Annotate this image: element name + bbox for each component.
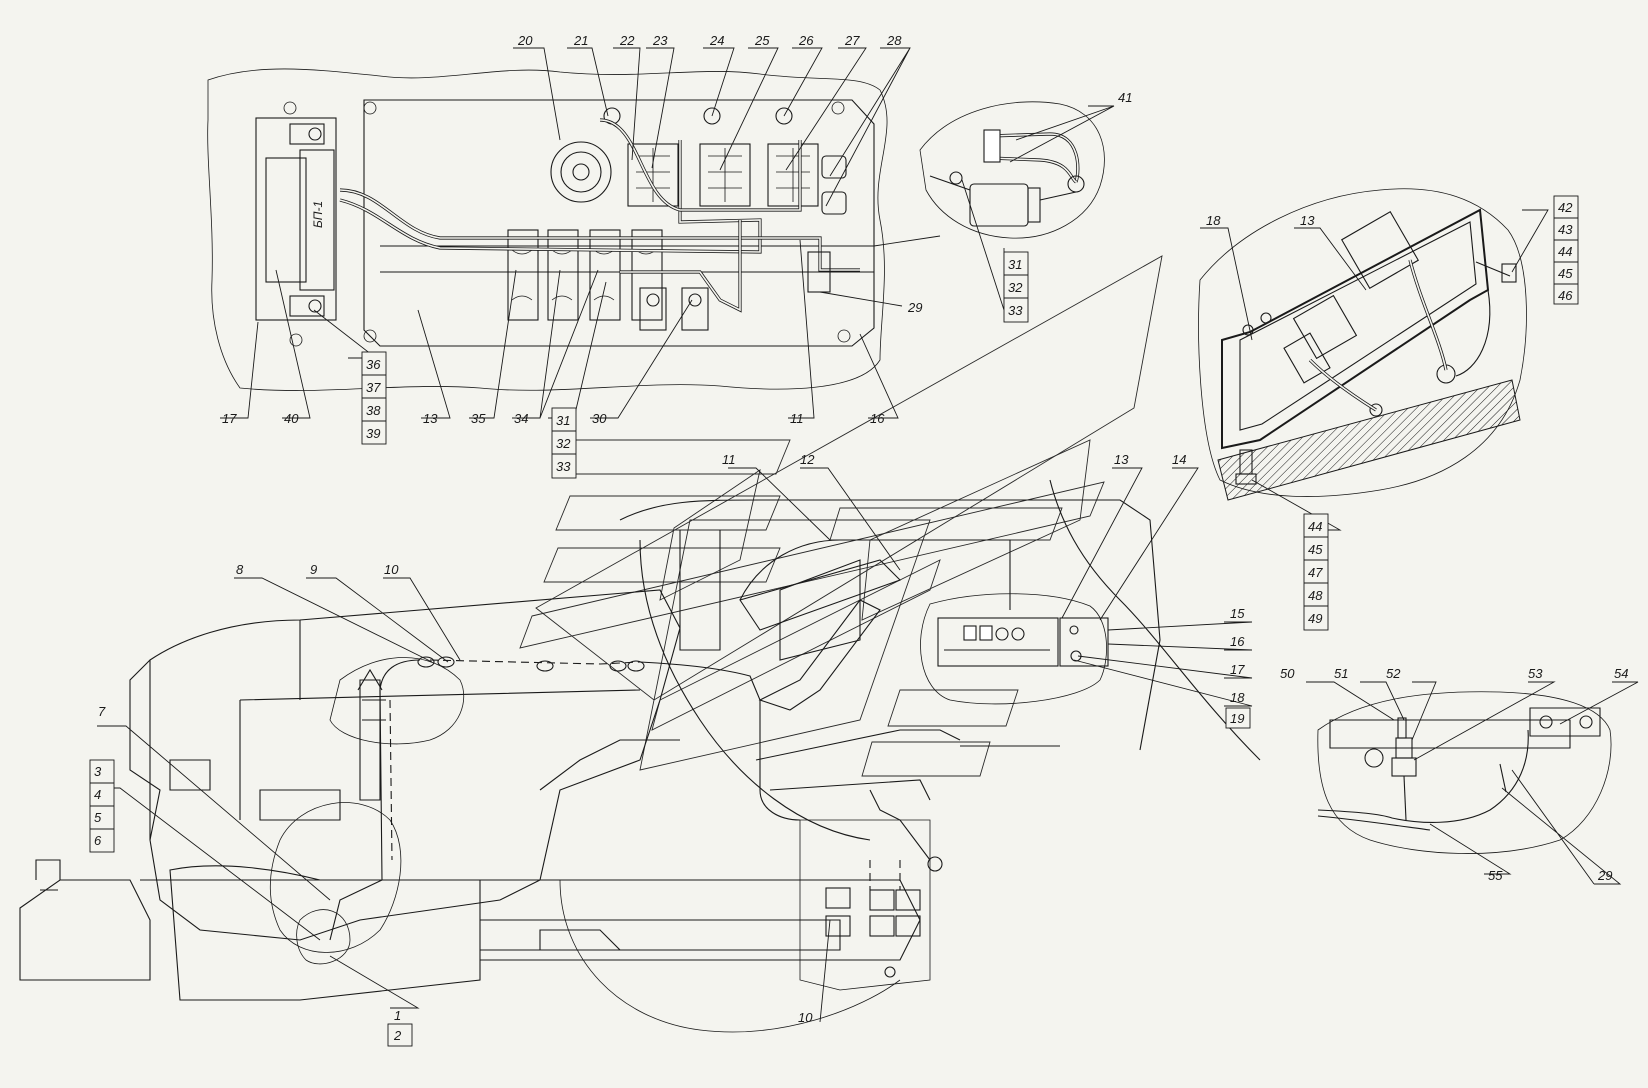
- callout-label: 45: [1308, 542, 1323, 557]
- callout-stack-36-39: 36 37 38 39: [361, 351, 387, 445]
- callout-label: 18: [1230, 690, 1245, 705]
- callout-label: 38: [366, 403, 381, 418]
- callout-label: 44: [1558, 244, 1572, 259]
- power-unit-bracket: [255, 117, 337, 321]
- nut-icon: [289, 333, 303, 347]
- callout-label: 46: [1558, 288, 1573, 303]
- callout-label: 26: [798, 33, 814, 48]
- callout-label: 33: [556, 459, 571, 474]
- callout-label: 25: [754, 33, 770, 48]
- callout-label: 47: [1308, 565, 1323, 580]
- callout-label: 4: [94, 787, 101, 802]
- callout-label: 48: [1308, 588, 1323, 603]
- callout-label: 23: [652, 33, 668, 48]
- callout-stack-3-6: 3 4 5 6: [89, 759, 115, 853]
- callout-label: 31: [1008, 257, 1022, 272]
- callout-label: 33: [1008, 303, 1023, 318]
- callout-label: 51: [1334, 666, 1348, 681]
- callout-label: 20: [517, 33, 533, 48]
- nut-icon: [837, 329, 851, 343]
- callout-label: 53: [1528, 666, 1543, 681]
- callout-stack-42-46: 42 43 44 45 46: [1553, 195, 1579, 305]
- callout-stack-31-33-relay: 31 32 33: [1003, 251, 1029, 323]
- callout-label: 37: [366, 380, 381, 395]
- callout-label: 11: [722, 452, 736, 467]
- callout-label: 27: [844, 33, 860, 48]
- callout-label: 32: [556, 436, 571, 451]
- callout-label: 31: [556, 413, 570, 428]
- nut-icon: [363, 329, 377, 343]
- callout-label: 45: [1558, 266, 1573, 281]
- callout-box-19: 19: [1225, 707, 1251, 729]
- callout-label: 35: [471, 411, 486, 426]
- callout-label: 6: [94, 833, 102, 848]
- callout-labels: 20 21 22 23 24 25 26 27 28 29 17 40 13 3…: [89, 33, 1628, 1047]
- nut-icon: [363, 101, 377, 115]
- callout-label: 16: [870, 411, 885, 426]
- callout-label: 42: [1558, 200, 1573, 215]
- nut-icon: [831, 101, 845, 115]
- callout-label: 11: [790, 411, 804, 426]
- callout-label: 12: [800, 452, 815, 467]
- callout-label: 34: [514, 411, 528, 426]
- callout-label: 15: [1230, 606, 1245, 621]
- callout-label: 10: [384, 562, 399, 577]
- callout-label: 44: [1308, 519, 1322, 534]
- power-unit-block: [299, 149, 335, 291]
- callout-label: 50: [1280, 666, 1295, 681]
- callout-label: 22: [619, 33, 635, 48]
- callout-label: 19: [1230, 711, 1244, 726]
- callout-label: 18: [1206, 213, 1221, 228]
- callout-label: 41: [1118, 90, 1132, 105]
- callout-label: 13: [1114, 452, 1129, 467]
- callout-stack-44-49: 44 45 47 48 49: [1303, 513, 1329, 631]
- callout-label: 52: [1386, 666, 1401, 681]
- callout-label: 39: [366, 426, 380, 441]
- tractor-side-view: [19, 255, 1261, 1033]
- callout-label: 29: [1597, 868, 1612, 883]
- callout-label: 21: [573, 33, 588, 48]
- callout-leaders: [92, 47, 1639, 1023]
- callout-label: 36: [366, 357, 381, 372]
- callout-label: 40: [284, 411, 299, 426]
- relay-detail: [919, 101, 1105, 239]
- callout-label: 3: [94, 764, 102, 779]
- callout-label: 5: [94, 810, 102, 825]
- callout-label: 17: [1230, 662, 1245, 677]
- callout-label: 14: [1172, 452, 1186, 467]
- callout-label: 55: [1488, 868, 1503, 883]
- box-housing: [1221, 208, 1490, 450]
- relay-block: [969, 183, 1029, 227]
- callout-stack-31-33-panel: 31 32 33: [551, 407, 577, 479]
- callout-label: 9: [310, 562, 317, 577]
- callout-label: 32: [1008, 280, 1023, 295]
- callout-label: 1: [394, 1008, 401, 1023]
- callout-label: 8: [236, 562, 244, 577]
- hitch-sensor-detail: [1317, 691, 1612, 854]
- panel-plate: [363, 99, 875, 347]
- callout-label: 17: [222, 411, 237, 426]
- callout-label: 30: [592, 411, 607, 426]
- control-panel-detail: БП-1: [207, 68, 941, 391]
- callout-label: 29: [907, 300, 922, 315]
- callout-label: 43: [1558, 222, 1573, 237]
- callout-label: 13: [423, 411, 438, 426]
- callout-label: 7: [98, 704, 106, 719]
- callout-label: 16: [1230, 634, 1245, 649]
- gauge-icon: [550, 141, 612, 203]
- callout-label: 24: [709, 33, 724, 48]
- callout-label: 10: [798, 1010, 813, 1025]
- callout-label: 49: [1308, 611, 1322, 626]
- callout-label: 28: [886, 33, 902, 48]
- cab-electrical-box: [937, 617, 1059, 667]
- callout-label: 54: [1614, 666, 1628, 681]
- cabin-box-detail: [1198, 188, 1527, 501]
- nut-icon: [283, 101, 297, 115]
- power-unit-label: БП-1: [311, 201, 325, 228]
- callout-label: 2: [393, 1028, 402, 1043]
- callout-stack-1-2: 1 2: [387, 1008, 413, 1047]
- callout-label: 13: [1300, 213, 1315, 228]
